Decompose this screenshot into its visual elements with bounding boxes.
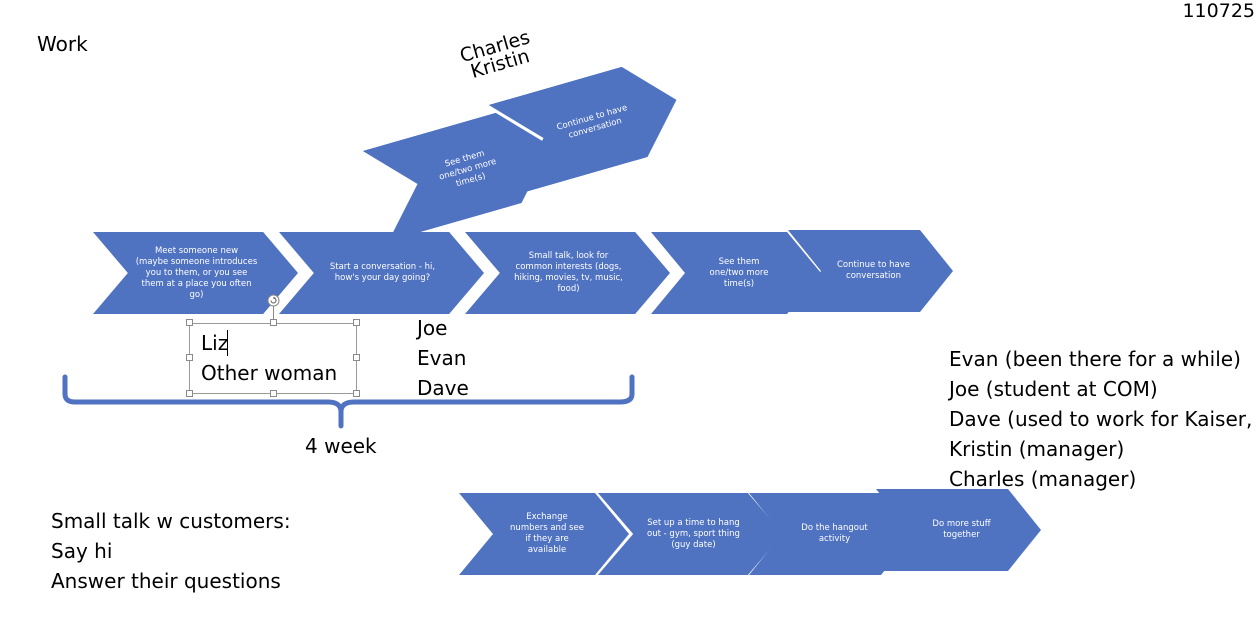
resize-handle[interactable] [353,390,360,397]
names-mid: Joe Evan Dave [417,313,469,403]
step-label: Exchange numbers and see if they are ava… [510,512,584,555]
small-talk-item: Say hi [51,539,113,563]
small-talk-block: Small talk w customers: Say hi Answer th… [51,506,291,596]
small-talk-item: Answer their questions [51,569,281,593]
coworker-item: Joe (student at COM) [949,377,1158,401]
resize-handle[interactable] [270,390,277,397]
resize-handle[interactable] [353,319,360,326]
page-id-label: 110725 [1182,0,1255,22]
name-item: Evan [417,346,467,370]
step-label: Small talk, look for common interests (d… [514,251,623,294]
textbox-line: Other woman [201,361,338,385]
resize-handle[interactable] [186,390,193,397]
main-step-3[interactable]: Small talk, look for common interests (d… [465,232,670,314]
main-step-2[interactable]: Start a conversation - hi, how's your da… [279,232,484,314]
brace-shape [62,374,635,429]
coworkers-list: Evan (been there for a while) Joe (stude… [949,344,1259,494]
step-label: See them one/two more time(s) [709,256,769,289]
coworker-item: Kristin (manager) [949,437,1125,461]
top-branch-names: Charles Kristin [457,26,537,83]
step-label: Do the hangout activity [801,523,868,544]
resize-handle[interactable] [270,319,277,326]
name-item: Dave [417,376,469,400]
step-label: Start a conversation - hi, how's your da… [329,262,436,283]
step-label: See them one/two more time(s) [437,148,498,189]
text-caret [227,330,228,356]
textbox-line: Liz [201,331,229,355]
step-label: Meet someone new (maybe someone introduc… [135,245,258,300]
name-item: Joe [417,316,448,340]
step-label: Do more stuff together [932,519,991,540]
resize-handle[interactable] [186,354,193,361]
coworker-item: Charles (manager) [949,467,1137,491]
main-step-4[interactable]: See them one/two more time(s) [651,232,821,314]
step-label: Set up a time to hang out - gym, sport t… [647,517,740,550]
page-heading: Work [37,32,88,56]
coworker-item: Dave (used to work for Kaiser, I [949,407,1259,431]
resize-handle[interactable] [353,354,360,361]
resize-handle[interactable] [186,319,193,326]
small-talk-title: Small talk w customers: [51,509,291,533]
rotate-handle-stem [273,306,274,320]
brace-label: 4 week [305,434,377,458]
step-label: Continue to have conversation [836,260,910,281]
coworker-item: Evan (been there for a while) [949,347,1241,371]
step-label: Continue to have conversation [555,102,629,141]
bottom-step-1[interactable]: Exchange numbers and see if they are ava… [459,493,629,575]
